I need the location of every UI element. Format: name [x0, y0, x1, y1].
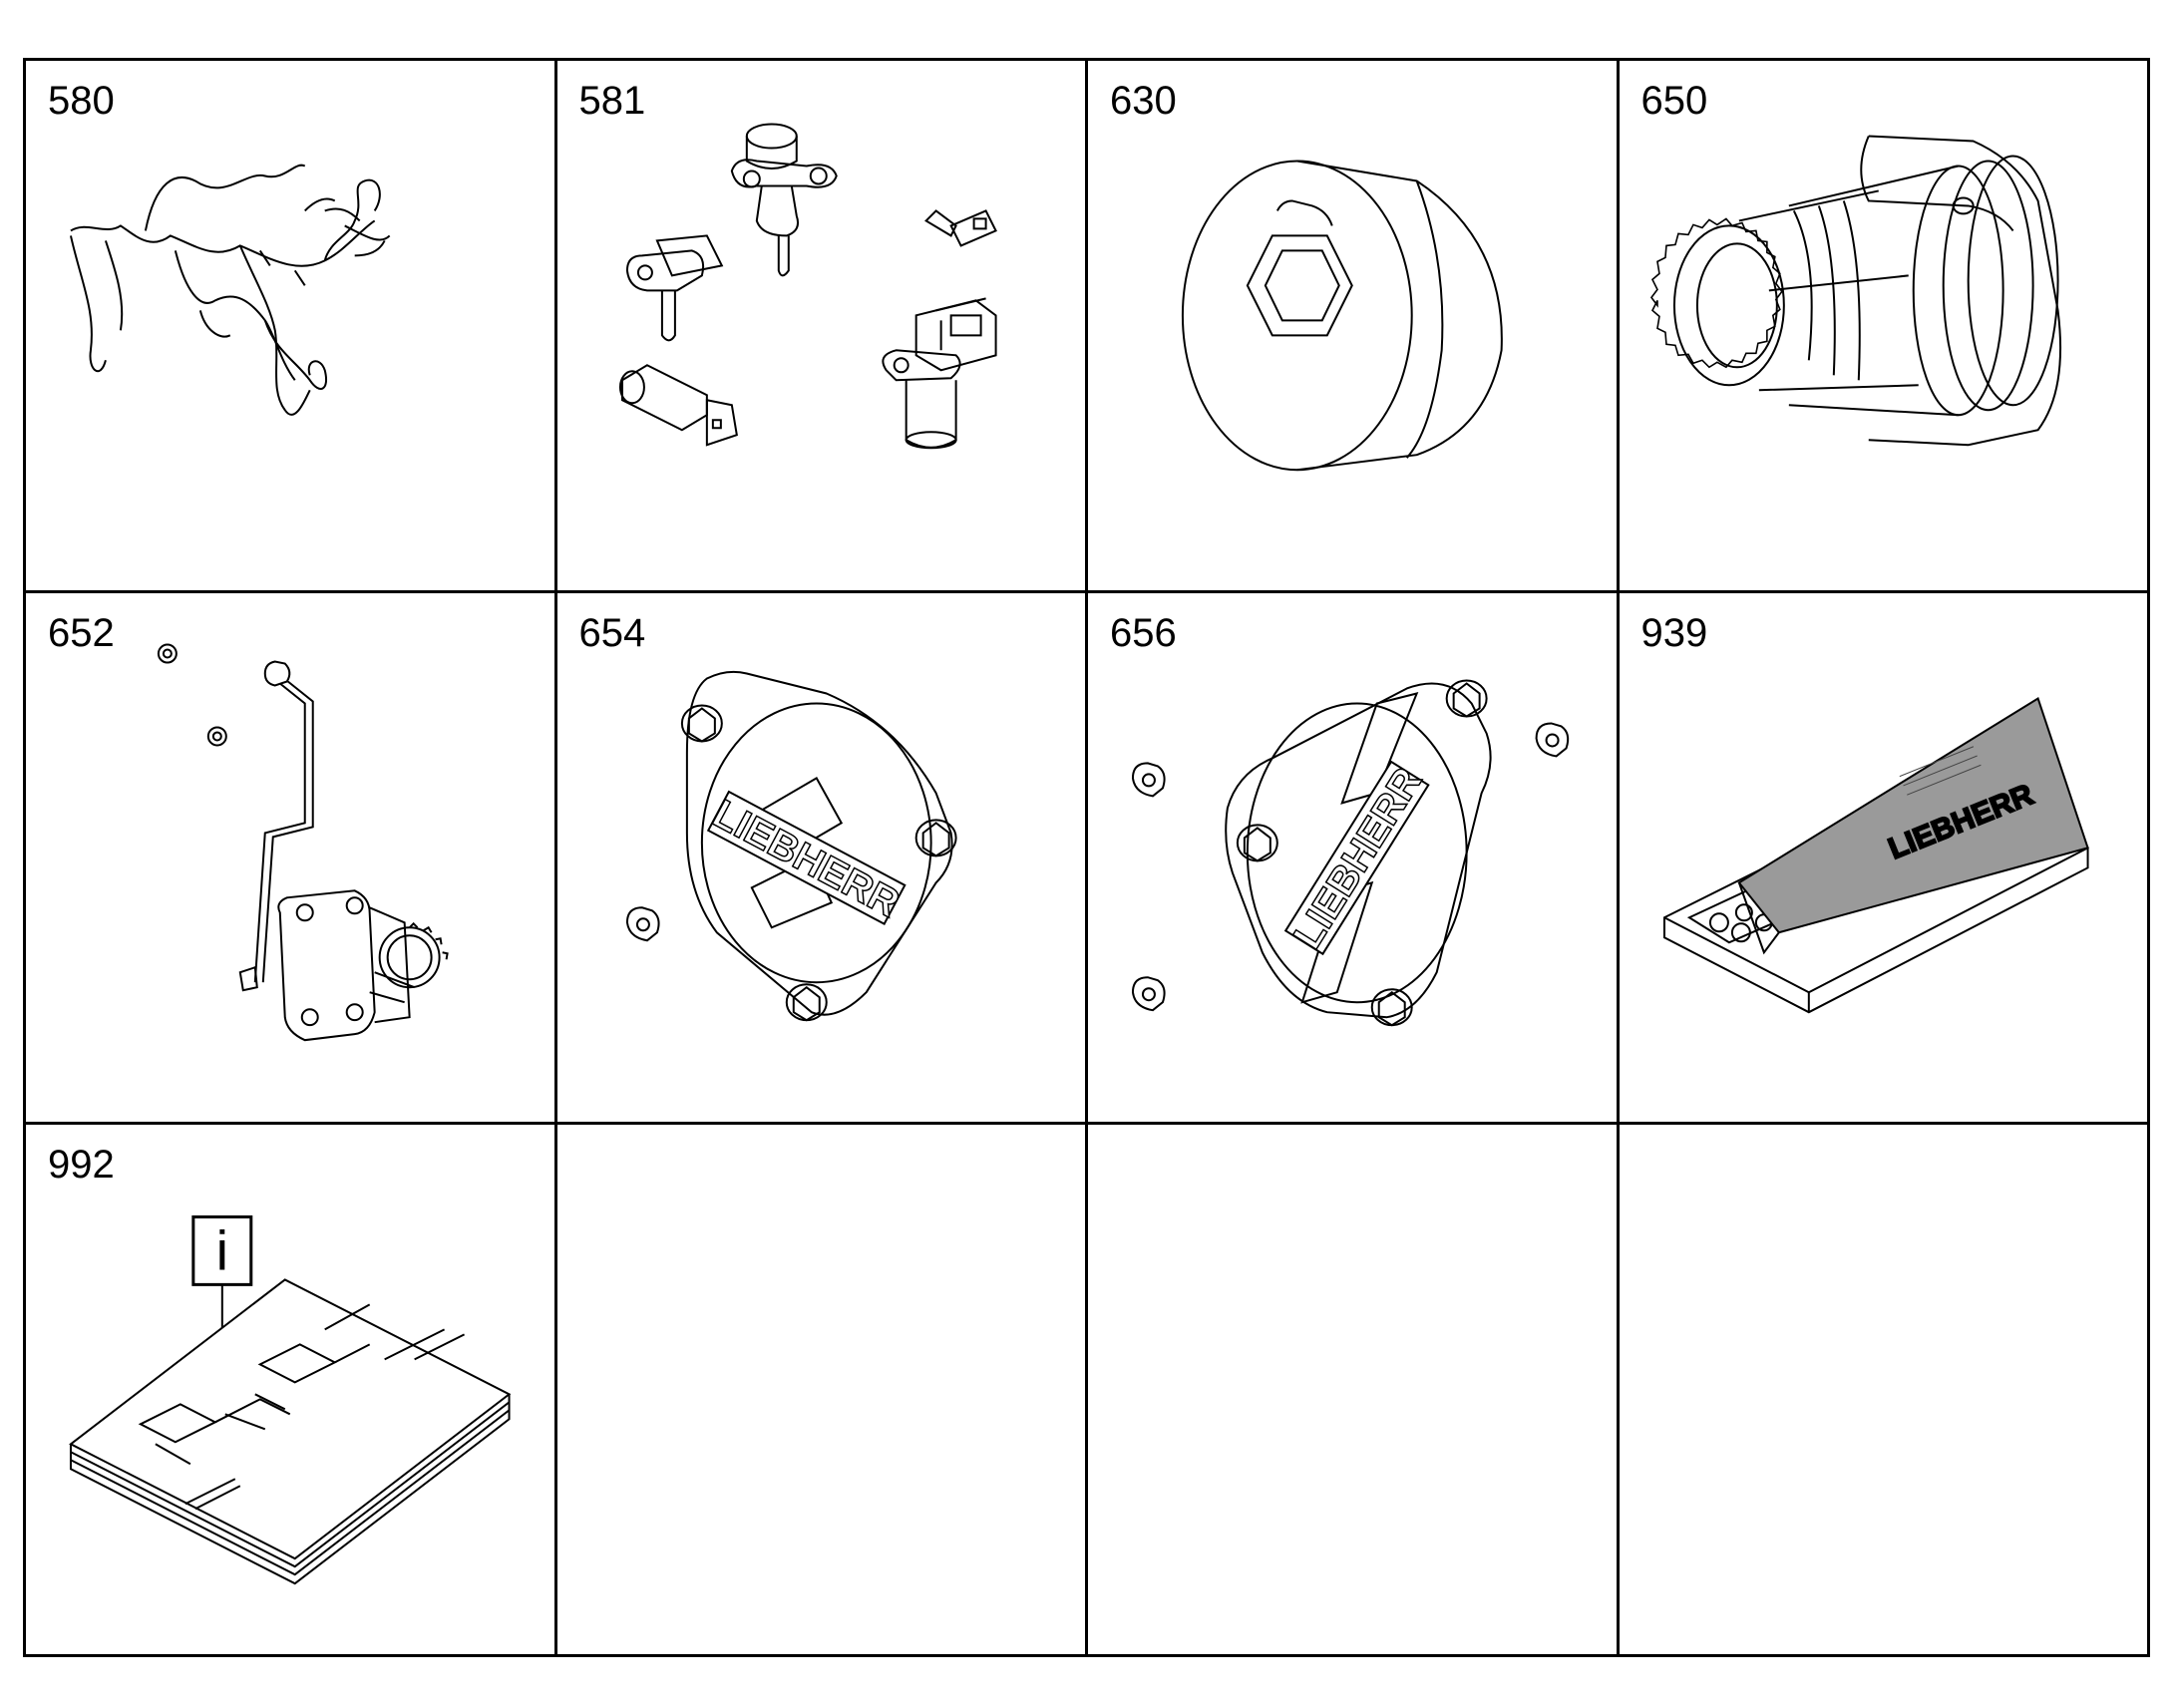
cell-empty	[1088, 1125, 1620, 1657]
screw-plug-icon	[1088, 61, 1617, 590]
cell-939: 939 LIEBHERR	[1619, 592, 2150, 1126]
cell-630: 630	[1088, 61, 1620, 593]
bolt	[1238, 680, 1487, 1025]
cell-label: 656	[1110, 610, 1177, 655]
sensors-icon	[557, 61, 1086, 590]
cell-label: 580	[48, 79, 115, 123]
brand-logo: LIEBHERR	[705, 792, 906, 926]
cell-label: 992	[48, 1143, 115, 1188]
documentation-icon: i	[26, 1125, 554, 1654]
cell-992: 992 i	[26, 1125, 557, 1657]
cell-empty	[556, 1125, 1088, 1657]
cell-580: 580	[26, 61, 557, 593]
cell-581: 581	[556, 61, 1088, 593]
pump-assembly-icon	[26, 593, 554, 1123]
gear-drive-icon	[1620, 61, 2148, 590]
bolt	[681, 705, 955, 1020]
cell-label: 652	[48, 610, 115, 655]
cell-652: 652	[26, 592, 557, 1126]
cell-656: 656 LIEBHERR	[1088, 592, 1620, 1126]
parts-grid: 580 581	[23, 58, 2150, 1657]
kit-card	[1738, 698, 2087, 932]
cell-654: 654 LIEBHERR	[556, 592, 1088, 1126]
svg-text:i: i	[216, 1219, 228, 1282]
info-icon: i	[193, 1217, 251, 1285]
cover-plate-icon: LIEBHERR	[1088, 593, 1617, 1123]
cell-label: 654	[578, 610, 646, 655]
cell-label: 650	[1640, 79, 1708, 123]
cell-650: 650	[1619, 61, 2150, 593]
cell-empty	[1619, 1125, 2150, 1657]
seal-kit-box-icon: LIEBHERR	[1620, 593, 2148, 1123]
cell-label: 630	[1110, 79, 1177, 123]
cover-plate-icon: LIEBHERR	[557, 593, 1086, 1123]
cell-label: 939	[1640, 610, 1708, 655]
wiring-harness-icon	[26, 61, 554, 590]
cell-label: 581	[578, 79, 646, 123]
